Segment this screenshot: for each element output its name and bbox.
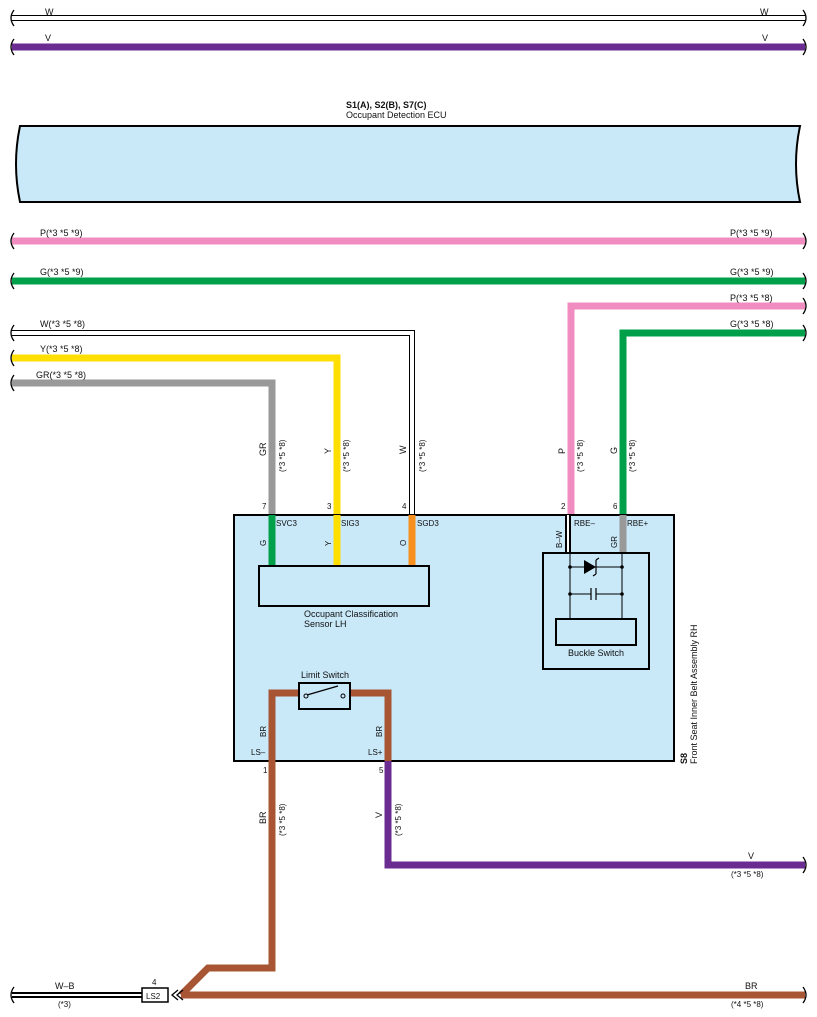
connector-ls2: LS2 4 — [141, 978, 184, 1003]
ecu-block: S1(A), S2(B), S7(C) Occupant Detection E… — [15, 100, 802, 203]
wire-g-right: G(*3 *5 *8) — [619, 319, 807, 515]
wire-label: W(*3 *5 *8) — [40, 319, 85, 329]
wire-color-y: Y — [323, 448, 333, 454]
wire-label: W — [760, 7, 769, 17]
wire-g-bus: G(*3 *5 *9) G(*3 *5 *9) — [10, 267, 807, 290]
wire-note: (*4 *5 *8) — [731, 1000, 764, 1009]
buckle-label: Buckle Switch — [568, 648, 624, 658]
wire-w-left: W (*3 *5 *8) — [10, 319, 415, 515]
pin-5: 5 — [379, 766, 384, 775]
ecu-name: Occupant Detection ECU — [346, 110, 447, 120]
pin-2: 2 — [561, 502, 566, 511]
wire-color-w: W — [398, 445, 408, 454]
wire-label: BR — [745, 981, 758, 991]
terminal-sgd3: SGD3 — [417, 519, 439, 528]
wire-gr-left: GR(*3 *5 *8) — [10, 370, 276, 515]
terminal-sig3: SIG3 — [341, 519, 360, 528]
wire-note: (*3 *5 *8) — [576, 439, 585, 472]
terminal-rbe-plus: RBE+ — [627, 519, 648, 528]
internal-color-o: O — [399, 540, 408, 546]
wire-p-bus: P(*3 *5 *9) P(*3 *5 *9) — [10, 228, 807, 250]
wire-v-top: V V — [10, 33, 807, 56]
wire-label: V — [45, 33, 51, 43]
wire-label: G(*3 *5 *8) — [730, 319, 774, 329]
pin-4: 4 — [402, 502, 407, 511]
wire-note: (*3 *5 *8) — [342, 439, 351, 472]
wire-label: W–B — [55, 981, 75, 991]
wire-note: (*3) — [58, 1000, 71, 1009]
assembly-name: Front Seat Inner Belt Assembly RH — [689, 624, 699, 764]
wire-note: (*3 *5 *8) — [731, 870, 764, 879]
wire-color-g: G — [609, 447, 619, 454]
wire-color-p: P — [557, 448, 567, 454]
wire-color-br: BR — [258, 811, 268, 824]
wire-color-gr: GR — [258, 442, 268, 456]
internal-color-br-r: BR — [375, 726, 384, 737]
chevron-left-icon — [170, 989, 184, 1001]
terminal-svc3: SVC3 — [276, 519, 297, 528]
switch-icon — [303, 685, 346, 699]
pin-6: 6 — [613, 502, 618, 511]
internal-color-y: Y — [324, 540, 333, 546]
sensor-label: Occupant Classification Sensor LH — [304, 609, 401, 629]
wire-w-top: W W — [10, 7, 807, 27]
wire-label: V — [748, 851, 754, 861]
internal-color-bw: B–W — [555, 530, 564, 548]
wire-note: (*3 *5 *8) — [418, 439, 427, 472]
wire-note: (*3 *5 *8) — [628, 439, 637, 472]
ecu-codes: S1(A), S2(B), S7(C) — [346, 100, 427, 110]
wire-note: (*3 *5 *8) — [394, 803, 403, 836]
vertical-wire-labels: GR (*3 *5 *8) Y (*3 *5 *8) W (*3 *5 *8) … — [258, 439, 637, 836]
wire-note: (*3 *5 *8) — [278, 439, 287, 472]
wire-label: P(*3 *5 *8) — [730, 293, 773, 303]
wire-label: V — [762, 33, 768, 43]
wire-label: W — [45, 7, 54, 17]
pin-3: 3 — [327, 502, 332, 511]
wire-note: (*3 *5 *8) — [278, 803, 287, 836]
wire-label: G(*3 *5 *9) — [730, 267, 774, 277]
assembly-code: S8 — [679, 753, 689, 764]
pin-1: 1 — [263, 766, 268, 775]
pin-7: 7 — [262, 502, 267, 511]
pin-numbers-top: 7 3 4 2 6 — [262, 502, 618, 511]
wire-color-v: V — [374, 812, 384, 818]
connector-code: LS2 — [146, 992, 161, 1001]
wire-br-bottom: BR (*4 *5 *8) — [178, 761, 807, 1009]
terminal-rbe-minus: RBE– — [574, 519, 595, 528]
wire-label: GR(*3 *5 *8) — [36, 370, 86, 380]
internal-color-gr: GR — [610, 536, 619, 548]
terminal-ls-minus: LS– — [251, 748, 266, 757]
wire-v-bottom: V (*3 *5 *8) — [384, 761, 807, 879]
belt-assembly: S8 Front Seat Inner Belt Assembly RH SVC… — [233, 514, 699, 764]
sensor-label-line1: Occupant Classification — [304, 609, 398, 619]
wire-label: Y(*3 *5 *8) — [40, 344, 83, 354]
wire-wb-bottom: W–B (*3) — [10, 981, 142, 1009]
limit-switch-label: Limit Switch — [301, 670, 349, 680]
wire-label: P(*3 *5 *9) — [730, 228, 773, 238]
wire-label: P(*3 *5 *9) — [40, 228, 83, 238]
wire-label: G(*3 *5 *9) — [40, 267, 84, 277]
internal-color-br-l: BR — [259, 726, 268, 737]
wire-p-right: P(*3 *5 *8) — [567, 293, 807, 515]
diode-icon — [568, 553, 624, 618]
internal-color-g: G — [259, 540, 268, 546]
connector-pin: 4 — [152, 978, 157, 987]
wire-y-left: Y (*3 *5 *8) — [10, 344, 341, 515]
sensor-label-line2: Sensor LH — [304, 619, 347, 629]
terminal-ls-plus: LS+ — [368, 748, 383, 757]
